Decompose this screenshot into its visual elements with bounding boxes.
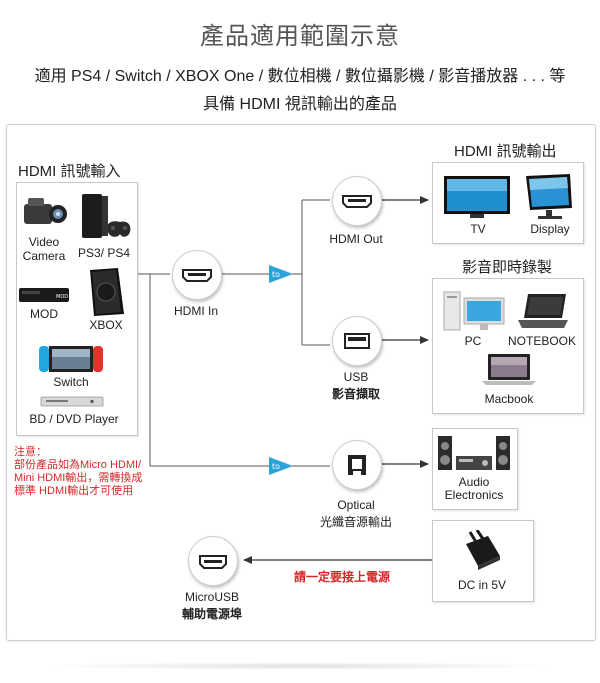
optical-label: Optical xyxy=(337,498,375,512)
optical-port xyxy=(332,440,382,490)
to-arrow-badge-optical: to xyxy=(269,457,293,475)
hdmi-out-label: HDMI Out xyxy=(329,232,383,246)
page-title: 產品適用範圍示意 xyxy=(200,23,400,50)
dc-in-label: DC in 5V xyxy=(457,578,507,592)
tv-icon xyxy=(444,176,510,218)
hdmi-in-port xyxy=(172,250,222,300)
tv-label: TV xyxy=(470,222,486,236)
notebook-icon xyxy=(518,294,568,328)
notebook-label: NOTEBOOK xyxy=(507,334,576,348)
switch-console-icon xyxy=(39,346,103,372)
pc-icon xyxy=(443,291,505,331)
audio-label-line-2: Electronics xyxy=(444,488,504,502)
optical-audio-label: 光纖音源輸出 xyxy=(319,515,392,529)
optical-port-icon xyxy=(348,455,366,475)
macbook-icon xyxy=(482,354,536,385)
audio-label: Audio Electronics xyxy=(432,476,516,502)
microusb-port-icon xyxy=(199,555,227,569)
ps3-ps4-label: PS3/ PS4 xyxy=(77,246,131,260)
input-heading: HDMI 訊號輸入 xyxy=(18,163,121,180)
mod-badge: MOD xyxy=(56,294,68,300)
hdmi-out-icon xyxy=(342,195,372,208)
note-line-2: 部份產品如為Micro HDMI/ xyxy=(14,459,142,471)
mod-set-top-box-icon: MOD xyxy=(19,288,69,302)
power-adapter-icon xyxy=(466,530,500,570)
usb-label: USB xyxy=(343,370,369,384)
note-line-4: 標準 HDMI輸出才可使用 xyxy=(14,485,134,497)
micro-hdmi-note: 注意： 部份產品如為Micro HDMI/ Mini HDMI輸出，需轉換成 標… xyxy=(14,446,142,498)
power-warning: 請一定要接上電源 xyxy=(294,570,391,584)
video-camera-icon xyxy=(24,198,67,224)
playstation-icon xyxy=(82,194,131,238)
display-monitor-icon xyxy=(526,174,572,219)
recording-heading: 影音即時錄製 xyxy=(462,259,553,276)
audio-label-line-1: Audio xyxy=(458,475,490,489)
to-arrow-badge: to xyxy=(269,265,293,283)
microusb-power-label: 輔助電源埠 xyxy=(181,607,242,621)
microusb-port xyxy=(188,536,238,586)
note-line-3: Mini HDMI輸出，需轉換成 xyxy=(14,472,143,484)
usb-capture-label: 影音擷取 xyxy=(331,387,380,401)
panel-shadow xyxy=(40,662,560,670)
video-camera-label: Video Camera xyxy=(22,235,66,263)
xbox-icon xyxy=(90,268,124,316)
mod-label: MOD xyxy=(30,307,58,321)
hdmi-out-port xyxy=(332,176,382,226)
to-badge-text-optical: to xyxy=(272,462,280,471)
subtitle-compatible-devices: 適用 PS4 / Switch / XBOX One / 數位相機 / 數位攝影… xyxy=(34,68,566,85)
audio-speakers-icon xyxy=(438,436,510,470)
hdmi-in-label: HDMI In xyxy=(173,304,218,318)
bd-dvd-label: BD / DVD Player xyxy=(29,412,119,426)
display-label: Display xyxy=(530,222,570,236)
hdmi-output-heading: HDMI 訊號輸出 xyxy=(454,143,557,160)
to-badge-text: to xyxy=(272,270,280,279)
bd-dvd-player-icon xyxy=(40,396,104,407)
microusb-label: MicroUSB xyxy=(184,590,239,604)
subtitle-hdmi-products: 具備 HDMI 視訊輸出的產品 xyxy=(203,96,397,113)
hdmi-port-icon xyxy=(182,269,212,282)
xbox-label: XBOX xyxy=(89,318,123,332)
usb-port xyxy=(332,316,382,366)
pc-label: PC xyxy=(464,334,482,348)
macbook-label: Macbook xyxy=(484,392,534,406)
usb-port-icon xyxy=(344,333,370,349)
switch-label: Switch xyxy=(53,375,89,389)
note-line-1: 注意： xyxy=(14,446,47,458)
